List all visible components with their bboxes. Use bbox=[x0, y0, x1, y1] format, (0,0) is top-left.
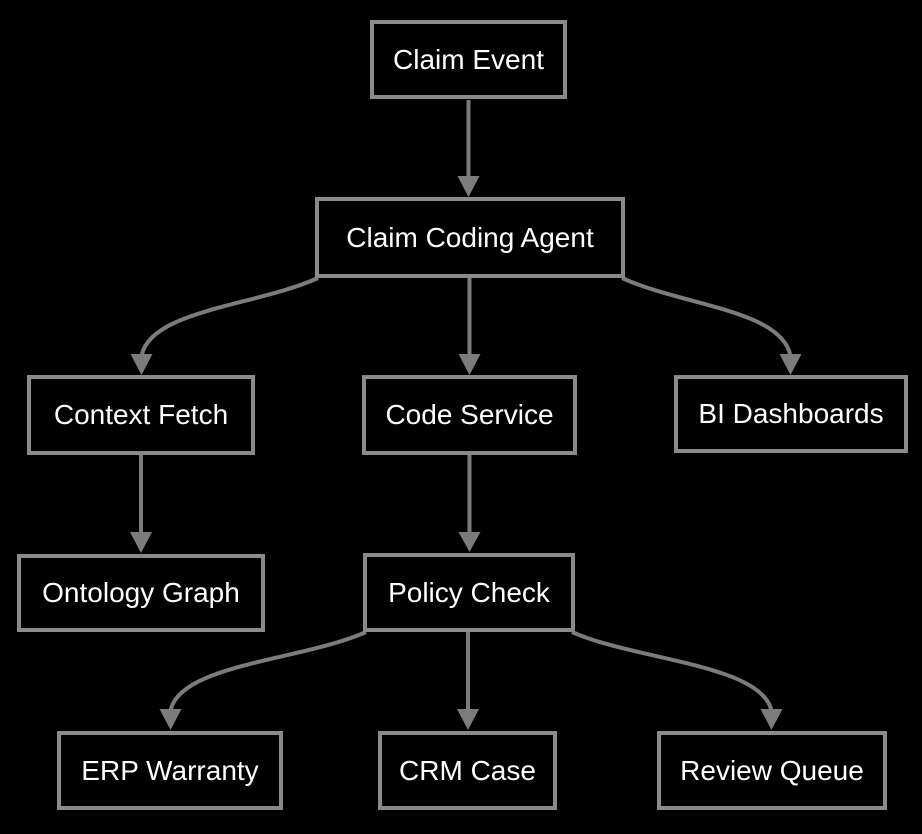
node-claim-event: Claim Event bbox=[370, 20, 567, 99]
arrowhead-review-queue bbox=[760, 709, 783, 730]
node-review-queue: Review Queue bbox=[657, 731, 887, 810]
node-context-fetch: Context Fetch bbox=[27, 375, 255, 455]
arrowhead-policy-check bbox=[458, 532, 481, 552]
edge-policy-check-to-erp-warranty bbox=[168, 630, 367, 712]
node-review-queue-label: Review Queue bbox=[680, 754, 864, 786]
edge-claim-coding-agent-to-bi-dashboards bbox=[621, 276, 793, 357]
node-ontology-graph: Ontology Graph bbox=[17, 554, 265, 632]
node-claim-coding-agent: Claim Coding Agent bbox=[315, 197, 625, 278]
arrowhead-claim-coding-agent bbox=[457, 176, 480, 197]
node-policy-check-label: Policy Check bbox=[388, 576, 550, 608]
node-claim-coding-agent-label: Claim Coding Agent bbox=[346, 221, 594, 253]
node-erp-warranty-label: ERP Warranty bbox=[81, 754, 259, 786]
edge-policy-check-to-review-queue bbox=[571, 630, 774, 712]
node-claim-event-label: Claim Event bbox=[393, 43, 544, 75]
node-context-fetch-label: Context Fetch bbox=[53, 399, 229, 430]
arrowhead-ontology-graph bbox=[130, 532, 152, 553]
node-crm-case-label: CRM Case bbox=[399, 754, 536, 786]
node-bi-dashboards: BI Dashboards bbox=[674, 375, 908, 453]
arrowhead-bi-dashboards bbox=[779, 354, 802, 375]
node-code-service-label: Code Service bbox=[385, 399, 554, 430]
node-erp-warranty: ERP Warranty bbox=[57, 731, 283, 810]
edge-claim-coding-agent-to-context-fetch bbox=[139, 276, 319, 357]
node-code-service: Code Service bbox=[362, 375, 577, 455]
arrowhead-crm-case bbox=[457, 709, 479, 730]
arrowhead-code-service bbox=[458, 354, 481, 375]
node-bi-dashboards-label: BI Dashboards bbox=[698, 398, 884, 429]
node-ontology-graph-label: Ontology Graph bbox=[42, 577, 240, 608]
arrowhead-erp-warranty bbox=[159, 709, 182, 730]
node-policy-check: Policy Check bbox=[363, 553, 575, 632]
arrowhead-context-fetch bbox=[130, 354, 153, 375]
node-crm-case: CRM Case bbox=[378, 731, 557, 810]
